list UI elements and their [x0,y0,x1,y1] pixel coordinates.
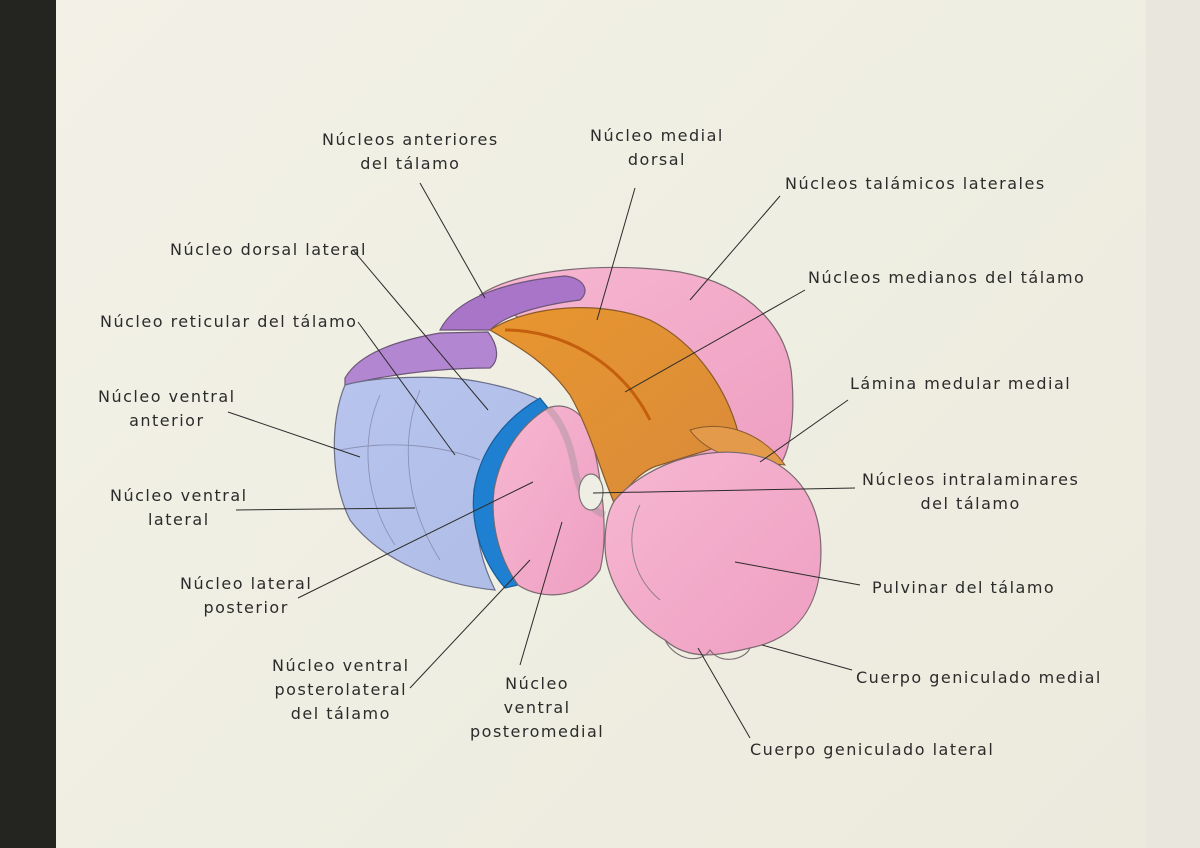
label-nucleo-ventral-anterior: Núcleo ventral anterior [98,387,236,430]
label-cuerpo-geniculado-lateral: Cuerpo geniculado lateral [750,740,995,759]
label-nucleo-reticular: Núcleo reticular del tálamo [100,312,358,331]
leader-posterolateral [409,559,531,689]
leader-medial-dorsal [596,187,636,321]
leader-posteromedial [519,521,563,666]
pulvinar-curve [631,504,661,601]
label-nucleo-ventral-posterolateral: Núcleo ventral posterolateral del tálamo [272,656,410,723]
label-nucleos-medianos: Núcleos medianos del tálamo [808,268,1086,287]
lamina-orange-streak [504,328,652,421]
label-lamina-medular-medial: Lámina medular medial [850,374,1072,393]
label-nucleos-talamicos-laterales: Núcleos talámicos laterales [785,174,1046,193]
leader-geniculado-medial [761,644,853,671]
pulvinar-shape [604,451,822,656]
leader-talamicos-laterales [689,195,781,301]
label-nucleo-dorsal-lateral: Núcleo dorsal lateral [170,240,367,259]
leader-anteriores [419,182,486,299]
leader-reticular [357,321,456,456]
label-nucleo-ventral-lateral: Núcleo ventral lateral [110,486,248,529]
ventral-grid-line-3 [339,444,481,461]
leader-lamina [759,399,849,463]
leader-medianos [624,289,806,393]
label-nucleos-intralaminares: Núcleos intralaminares del tálamo [862,470,1080,513]
leader-dorsal-lateral [352,249,489,411]
label-nucleos-anteriores: Núcleos anteriores del tálamo [322,130,499,173]
ventral-grid-line-2 [407,389,441,561]
ventral-grid-line-1 [367,394,396,546]
nucleo-dorsal-lateral-shape [344,331,498,386]
label-nucleo-medial-dorsal: Núcleo medial dorsal [590,126,724,169]
leader-intralaminares [592,487,856,494]
leader-lines [227,182,861,739]
leader-lateral-posterior [297,481,534,599]
intralaminar-oval [578,473,604,511]
geniculate-bumps [664,639,751,660]
nucleos-anteriores-shape [439,275,586,331]
label-cuerpo-geniculado-medial: Cuerpo geniculado medial [856,668,1102,687]
lamina-medular-shape [689,425,787,466]
leader-geniculado-lateral [697,647,751,739]
leader-ventral-anterior [227,411,361,458]
leader-ventral-lateral [235,507,416,511]
paper-edge [1146,0,1200,848]
label-nucleo-ventral-posteromedial: Núcleo ventral posteromedial [470,674,605,741]
label-nucleo-lateral-posterior: Núcleo lateral posterior [180,574,313,617]
nucleo-medial-dorsal-shape [488,307,741,507]
leader-pulvinar [734,561,861,586]
label-pulvinar: Pulvinar del tálamo [872,578,1056,597]
